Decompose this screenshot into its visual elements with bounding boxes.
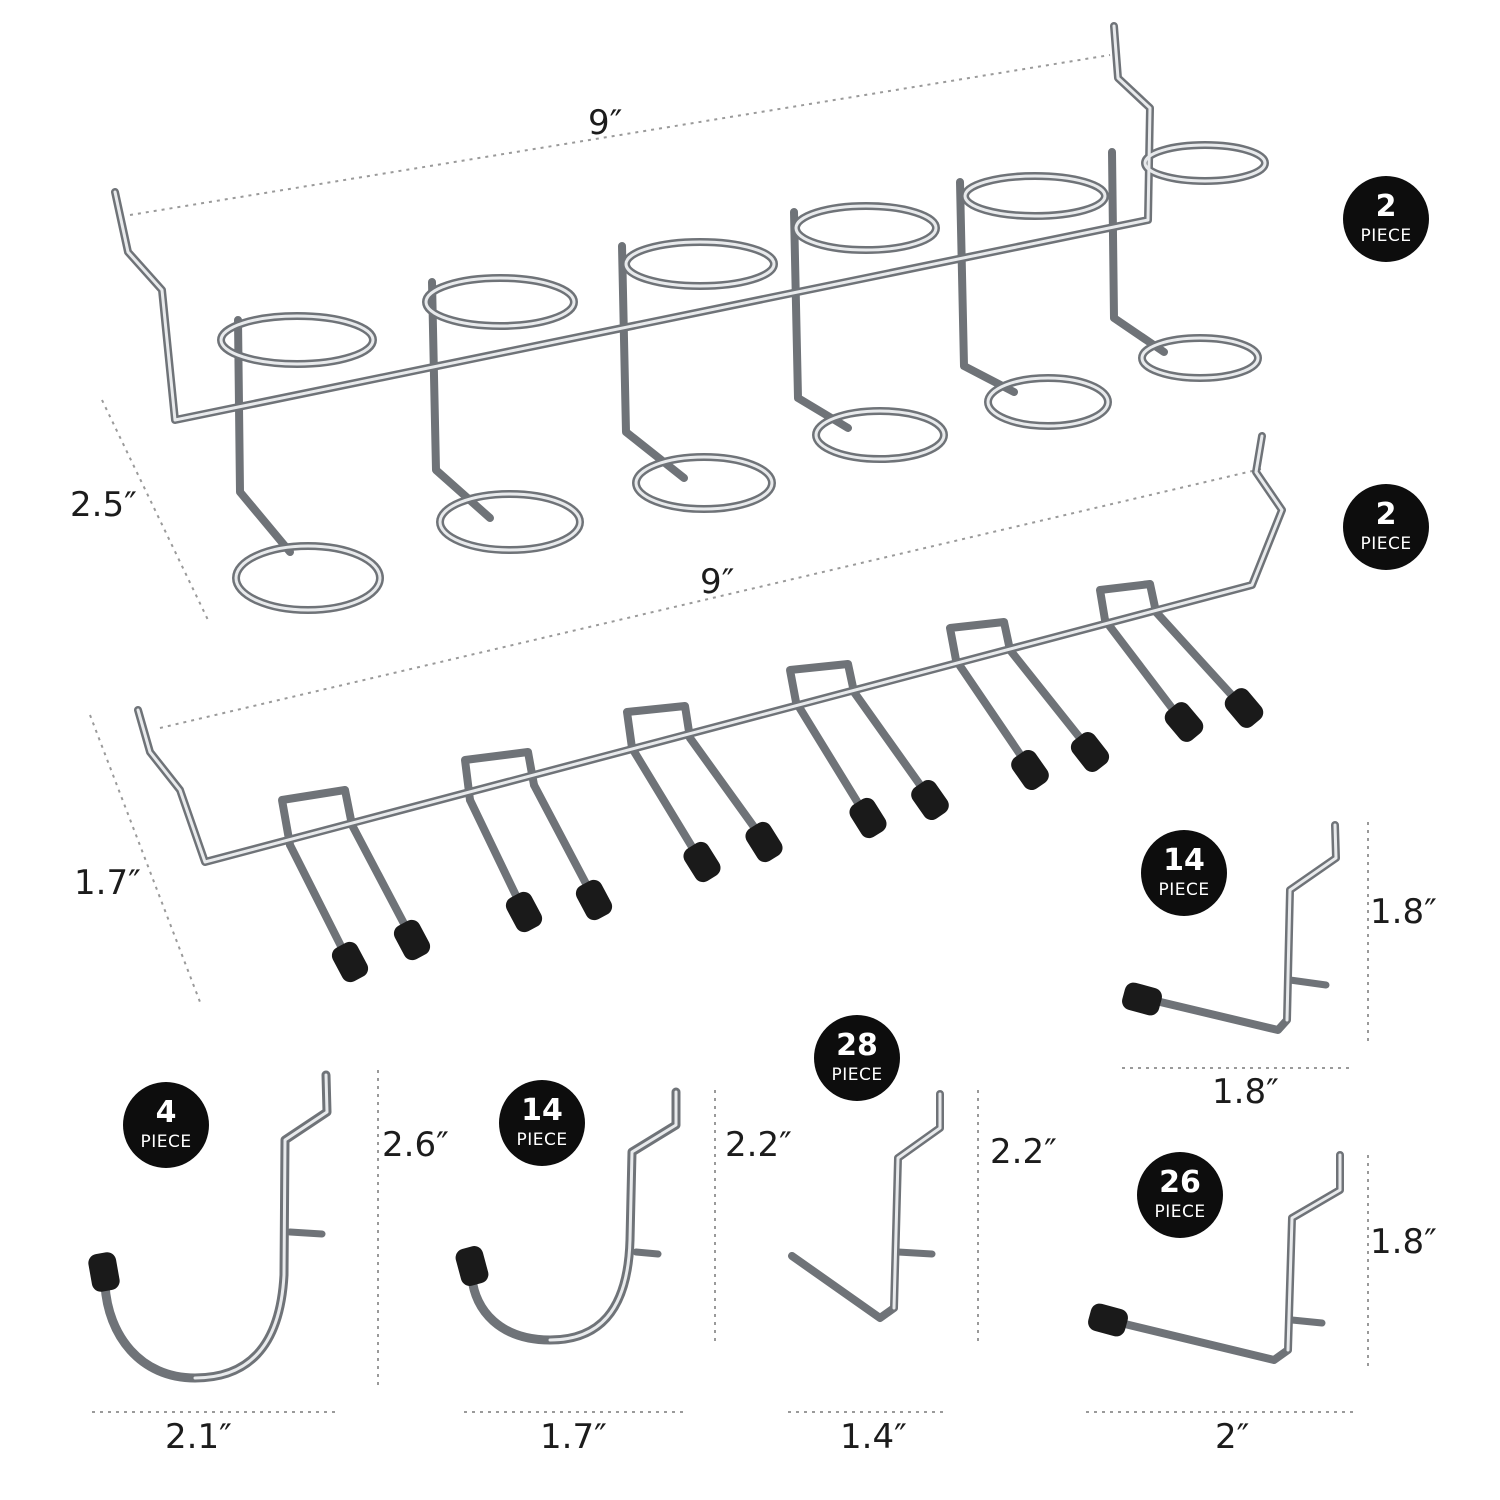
piece-count: 26 — [1159, 1165, 1201, 1200]
tool-hook-rack-illustration — [134, 432, 1286, 986]
screwdriver-rack-illustration — [111, 22, 1269, 614]
small-j-hook-width-label: 1.7″ — [540, 1417, 607, 1457]
piece-count: 14 — [1163, 843, 1205, 878]
piece-count: 2 — [1375, 189, 1397, 224]
piece-count: 4 — [155, 1095, 177, 1130]
piece-badge-large-j-hook: 4 PIECE — [123, 1082, 209, 1168]
angled-hook-illustration — [788, 1090, 944, 1322]
piece-badge-straight-hook: 26 PIECE — [1137, 1152, 1223, 1238]
small-j-hook-height-label: 2.2″ — [725, 1125, 792, 1165]
l-hook-height-label: 1.8″ — [1370, 892, 1437, 932]
piece-label: PIECE — [1360, 226, 1412, 246]
piece-label: PIECE — [1154, 1202, 1206, 1222]
piece-label: PIECE — [1360, 534, 1412, 554]
small-j-hook-illustration — [453, 1087, 681, 1345]
dimension-guides — [89, 54, 1369, 1413]
piece-badge-l-hook: 14 PIECE — [1141, 830, 1227, 916]
piece-count: 2 — [1375, 497, 1397, 532]
large-j-hook-illustration — [86, 1070, 332, 1383]
angled-hook-width-label: 1.4″ — [840, 1417, 907, 1457]
piece-badge-small-j-hook: 14 PIECE — [499, 1080, 585, 1166]
straight-hook-height-label: 1.8″ — [1370, 1222, 1437, 1262]
piece-label: PIECE — [140, 1132, 192, 1152]
screwdriver-rack-length-label: 9″ — [588, 103, 623, 143]
piece-label: PIECE — [831, 1065, 883, 1085]
screwdriver-rack-depth-label: 2.5″ — [70, 485, 137, 525]
piece-label: PIECE — [516, 1130, 568, 1150]
piece-count: 14 — [521, 1093, 563, 1128]
piece-count: 28 — [836, 1028, 878, 1063]
l-hook-width-label: 1.8″ — [1212, 1072, 1279, 1112]
large-j-hook-width-label: 2.1″ — [165, 1417, 232, 1457]
piece-badge-screwdriver-rack: 2 PIECE — [1343, 176, 1429, 262]
tool-hook-rack-length-label: 9″ — [700, 562, 735, 602]
straight-hook-illustration — [1086, 1151, 1344, 1364]
piece-badge-tool-hook-rack: 2 PIECE — [1343, 484, 1429, 570]
large-j-hook-height-label: 2.6″ — [382, 1125, 449, 1165]
piece-label: PIECE — [1158, 880, 1210, 900]
piece-badge-angled-hook: 28 PIECE — [814, 1015, 900, 1101]
angled-hook-height-label: 2.2″ — [990, 1132, 1057, 1172]
straight-hook-width-label: 2″ — [1215, 1417, 1250, 1457]
tool-hook-rack-depth-label: 1.7″ — [74, 863, 141, 903]
l-hook-illustration — [1120, 821, 1340, 1034]
